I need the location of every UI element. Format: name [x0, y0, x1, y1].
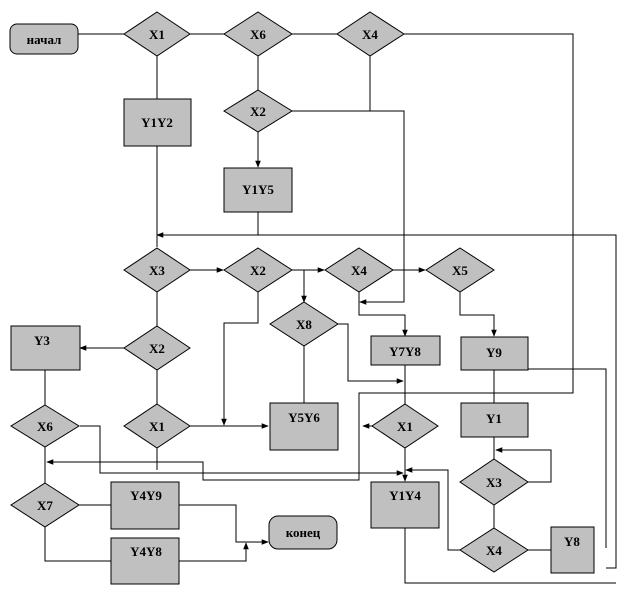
condition-x1-left: X1: [123, 403, 191, 449]
operation-y5y6: Y5Y6: [269, 402, 339, 451]
operation-y9-label: Y9: [486, 345, 502, 360]
operation-y7y8-label: Y7Y8: [389, 344, 421, 359]
edge-x2top-to-x4mid: [292, 110, 405, 305]
edge-y4y8-end: [179, 542, 249, 562]
terminal-end: конец: [268, 515, 338, 550]
condition-x3-right: X3: [459, 458, 529, 506]
edge-x8-to-x1right: [338, 323, 404, 384]
condition-x3-mid-label: X3: [149, 263, 165, 278]
condition-x4-bottom-label: X4: [486, 543, 502, 558]
operation-y3-label: Y3: [34, 333, 50, 348]
operation-y4y8: Y4Y8: [110, 537, 180, 585]
condition-x2-mid: X2: [223, 247, 293, 293]
condition-x4-top-label: X4: [362, 27, 378, 42]
condition-x8-label: X8: [296, 317, 312, 332]
operation-y8: Y8: [550, 526, 595, 574]
operation-y5y6-label: Y5Y6: [288, 410, 320, 425]
operation-y1y2: Y1Y2: [123, 98, 192, 147]
condition-x1-top-label: X1: [149, 27, 165, 42]
edge-y9-right: [528, 368, 607, 548]
condition-x5-mid: X5: [425, 247, 495, 293]
edge-y1y4-bottom: [404, 528, 616, 584]
operation-y1-label: Y1: [486, 411, 502, 426]
operation-y1y5-label: Y1Y5: [242, 182, 274, 197]
edge-x4bottom-to-y1y4: [405, 467, 460, 551]
edge-x4top-loop-to-x6left: [46, 33, 574, 481]
condition-x6-left-label: X6: [37, 419, 53, 434]
condition-x1-right-label: X1: [397, 419, 413, 434]
condition-x2-left-label: X2: [149, 341, 165, 356]
condition-x7: X7: [10, 482, 80, 528]
edge-x5-y9: [459, 291, 497, 337]
condition-x5-mid-label: X5: [452, 263, 468, 278]
edge-y4y9-end: [179, 504, 269, 545]
edge-x4mid-y7y8: [358, 291, 408, 337]
condition-x6-top: X6: [223, 11, 293, 57]
condition-x4-mid-label: X4: [351, 263, 367, 278]
edge-x2mid-down: [221, 291, 259, 426]
operation-y4y8-label: Y4Y8: [130, 544, 162, 559]
operation-y1y2-label: Y1Y2: [141, 115, 173, 130]
condition-x6-left: X6: [10, 404, 80, 448]
operation-y4y9-label: Y4Y9: [130, 488, 162, 503]
condition-x1-top: X1: [123, 11, 191, 57]
edge-x7-y4y8: [44, 527, 111, 562]
condition-x4-mid: X4: [324, 247, 394, 293]
condition-x3-right-label: X3: [486, 475, 502, 490]
edge-x4top-x2top: [292, 55, 371, 112]
terminal-start: начал: [9, 23, 79, 55]
condition-x2-left: X2: [123, 325, 191, 371]
condition-x2-top: X2: [223, 89, 293, 133]
operation-y8-label: Y8: [564, 534, 580, 549]
edge-x3right-loop: [495, 447, 552, 483]
condition-x2-top-label: X2: [250, 104, 266, 119]
condition-x4-top: X4: [336, 11, 405, 57]
operation-y7y8: Y7Y8: [370, 335, 441, 366]
operation-y9: Y9: [460, 336, 529, 371]
condition-x4-bottom: X4: [459, 527, 529, 573]
edge-y1y5-join: [157, 212, 259, 236]
terminal-start-label: начал: [27, 32, 62, 47]
terminal-end-label: конец: [286, 525, 321, 540]
connectors: [44, 33, 617, 584]
condition-x7-label: X7: [37, 498, 53, 513]
operation-y1y4-label: Y1Y4: [389, 488, 421, 503]
condition-x2-mid-label: X2: [250, 263, 266, 278]
operation-y1: Y1: [460, 402, 529, 438]
edge-return-top: [156, 232, 617, 569]
condition-x3-mid: X3: [123, 247, 191, 293]
operation-y1y4: Y1Y4: [370, 481, 440, 529]
condition-x1-left-label: X1: [149, 419, 165, 434]
operation-y4y9: Y4Y9: [110, 481, 180, 530]
condition-x6-top-label: X6: [250, 27, 266, 42]
operation-y3: Y3: [10, 325, 81, 371]
edge-x6left-to-y1y4: [80, 425, 404, 476]
condition-x8: X8: [269, 301, 339, 347]
operation-y1y5: Y1Y5: [223, 167, 293, 213]
condition-x1-right: X1: [371, 403, 439, 449]
